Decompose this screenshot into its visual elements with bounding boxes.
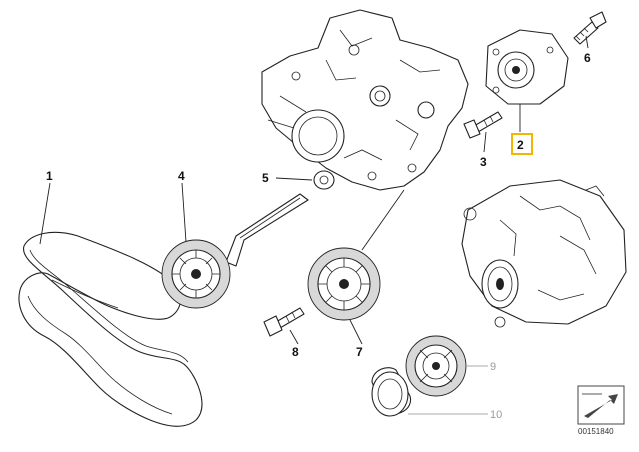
callout-10: 10: [490, 409, 502, 421]
callout-2: 2: [517, 138, 524, 152]
leader-lines: [39, 35, 589, 415]
belt-tensioner: [485, 29, 569, 105]
callout-6: 6: [584, 51, 591, 65]
bolt-6: [573, 11, 607, 45]
callout-7: 7: [356, 345, 363, 359]
reference-number: 00151840: [578, 427, 614, 436]
bolt-3: [463, 111, 503, 139]
spacer-washer-5: [313, 170, 335, 190]
callout-9: 9: [490, 361, 496, 373]
callout-4: 4: [178, 169, 185, 183]
callout-2-highlight-box: [511, 133, 533, 155]
callout-3: 3: [480, 155, 487, 169]
callout-labels: 1 4 5 3 6 8 7 9 10 2: [46, 51, 591, 421]
protective-cap-10: [371, 367, 412, 417]
callout-1: 1: [46, 169, 53, 183]
bolt-8: [263, 307, 305, 337]
pulley-9: [405, 335, 467, 397]
reference-icon: [577, 385, 625, 425]
callout-8: 8: [292, 345, 299, 359]
idler-pulley-4: [161, 193, 309, 309]
alternator: [461, 179, 627, 328]
engine-timing-housing: [261, 9, 469, 191]
idler-pulley-7: [307, 247, 381, 321]
callout-5: 5: [262, 171, 269, 185]
